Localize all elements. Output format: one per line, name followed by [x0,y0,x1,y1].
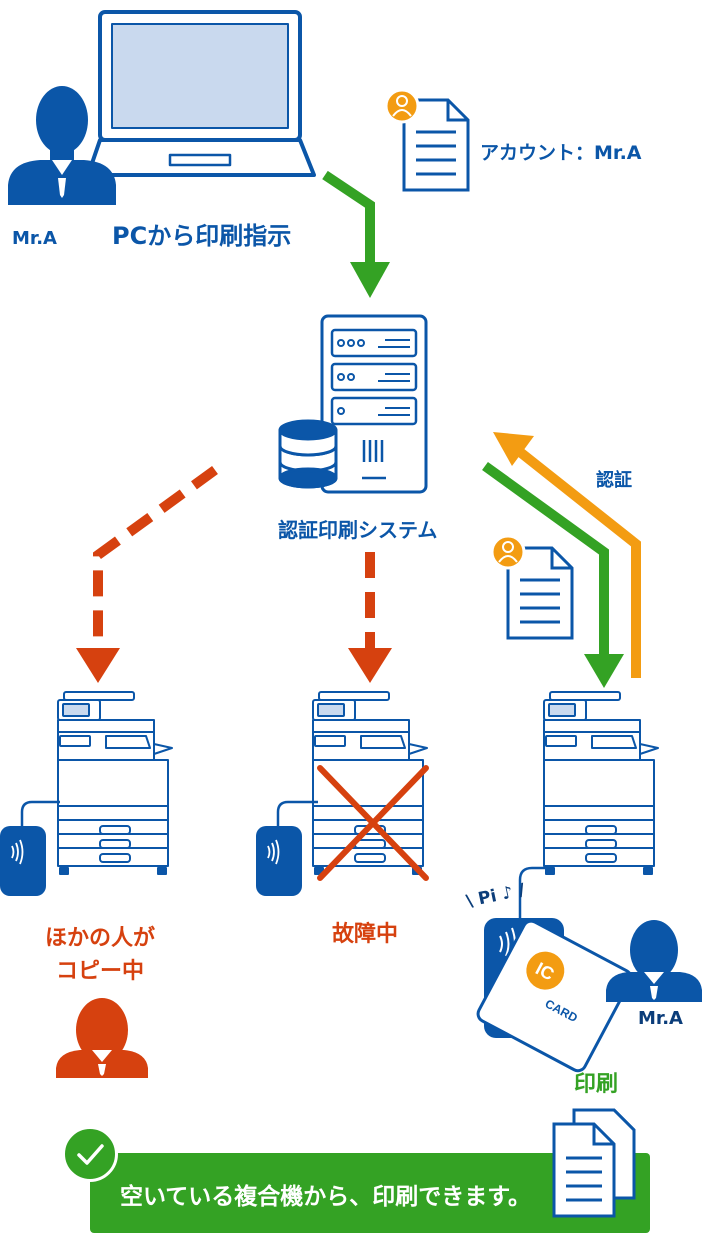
arrow-up-icon [493,432,534,466]
printer-right-icon [543,691,659,875]
server-icon [320,314,428,494]
card-reader-left-icon [0,800,60,896]
arrow-down-icon [584,654,624,688]
card-reader-center-icon [256,800,318,896]
laptop-icon [86,10,316,177]
card-user-name-label: Mr.A [638,1008,683,1029]
system-name-label: 認証印刷システム [278,518,438,542]
printer-left-icon [57,691,173,875]
printer-busy-status: ほかの人が コピー中 [44,926,155,984]
print-instruction-label: PCから印刷指示 [112,222,292,250]
auth-label: 認証 [596,470,632,491]
result-message: 空いている複合機から、印刷できます。 [120,1184,532,1210]
account-label: アカウント：Mr.A [480,142,642,164]
card-user-icon [606,920,702,1002]
ic-card-icon: IC CARD [476,919,633,1073]
user-name-label: Mr.A [12,228,57,249]
broken-cross-icon [317,765,429,881]
arrow-down-icon [350,262,390,298]
print-job-document-icon [384,88,470,192]
blocked-route-left [76,465,218,683]
other-user-icon [56,998,148,1078]
print-job-document-icon [490,534,574,640]
printer-broken-status: 故障中 [332,922,399,947]
database-icon [278,419,338,489]
user-icon [8,86,116,205]
print-label: 印刷 [574,1072,619,1097]
check-icon [62,1126,118,1182]
blocked-route-center [348,552,392,683]
